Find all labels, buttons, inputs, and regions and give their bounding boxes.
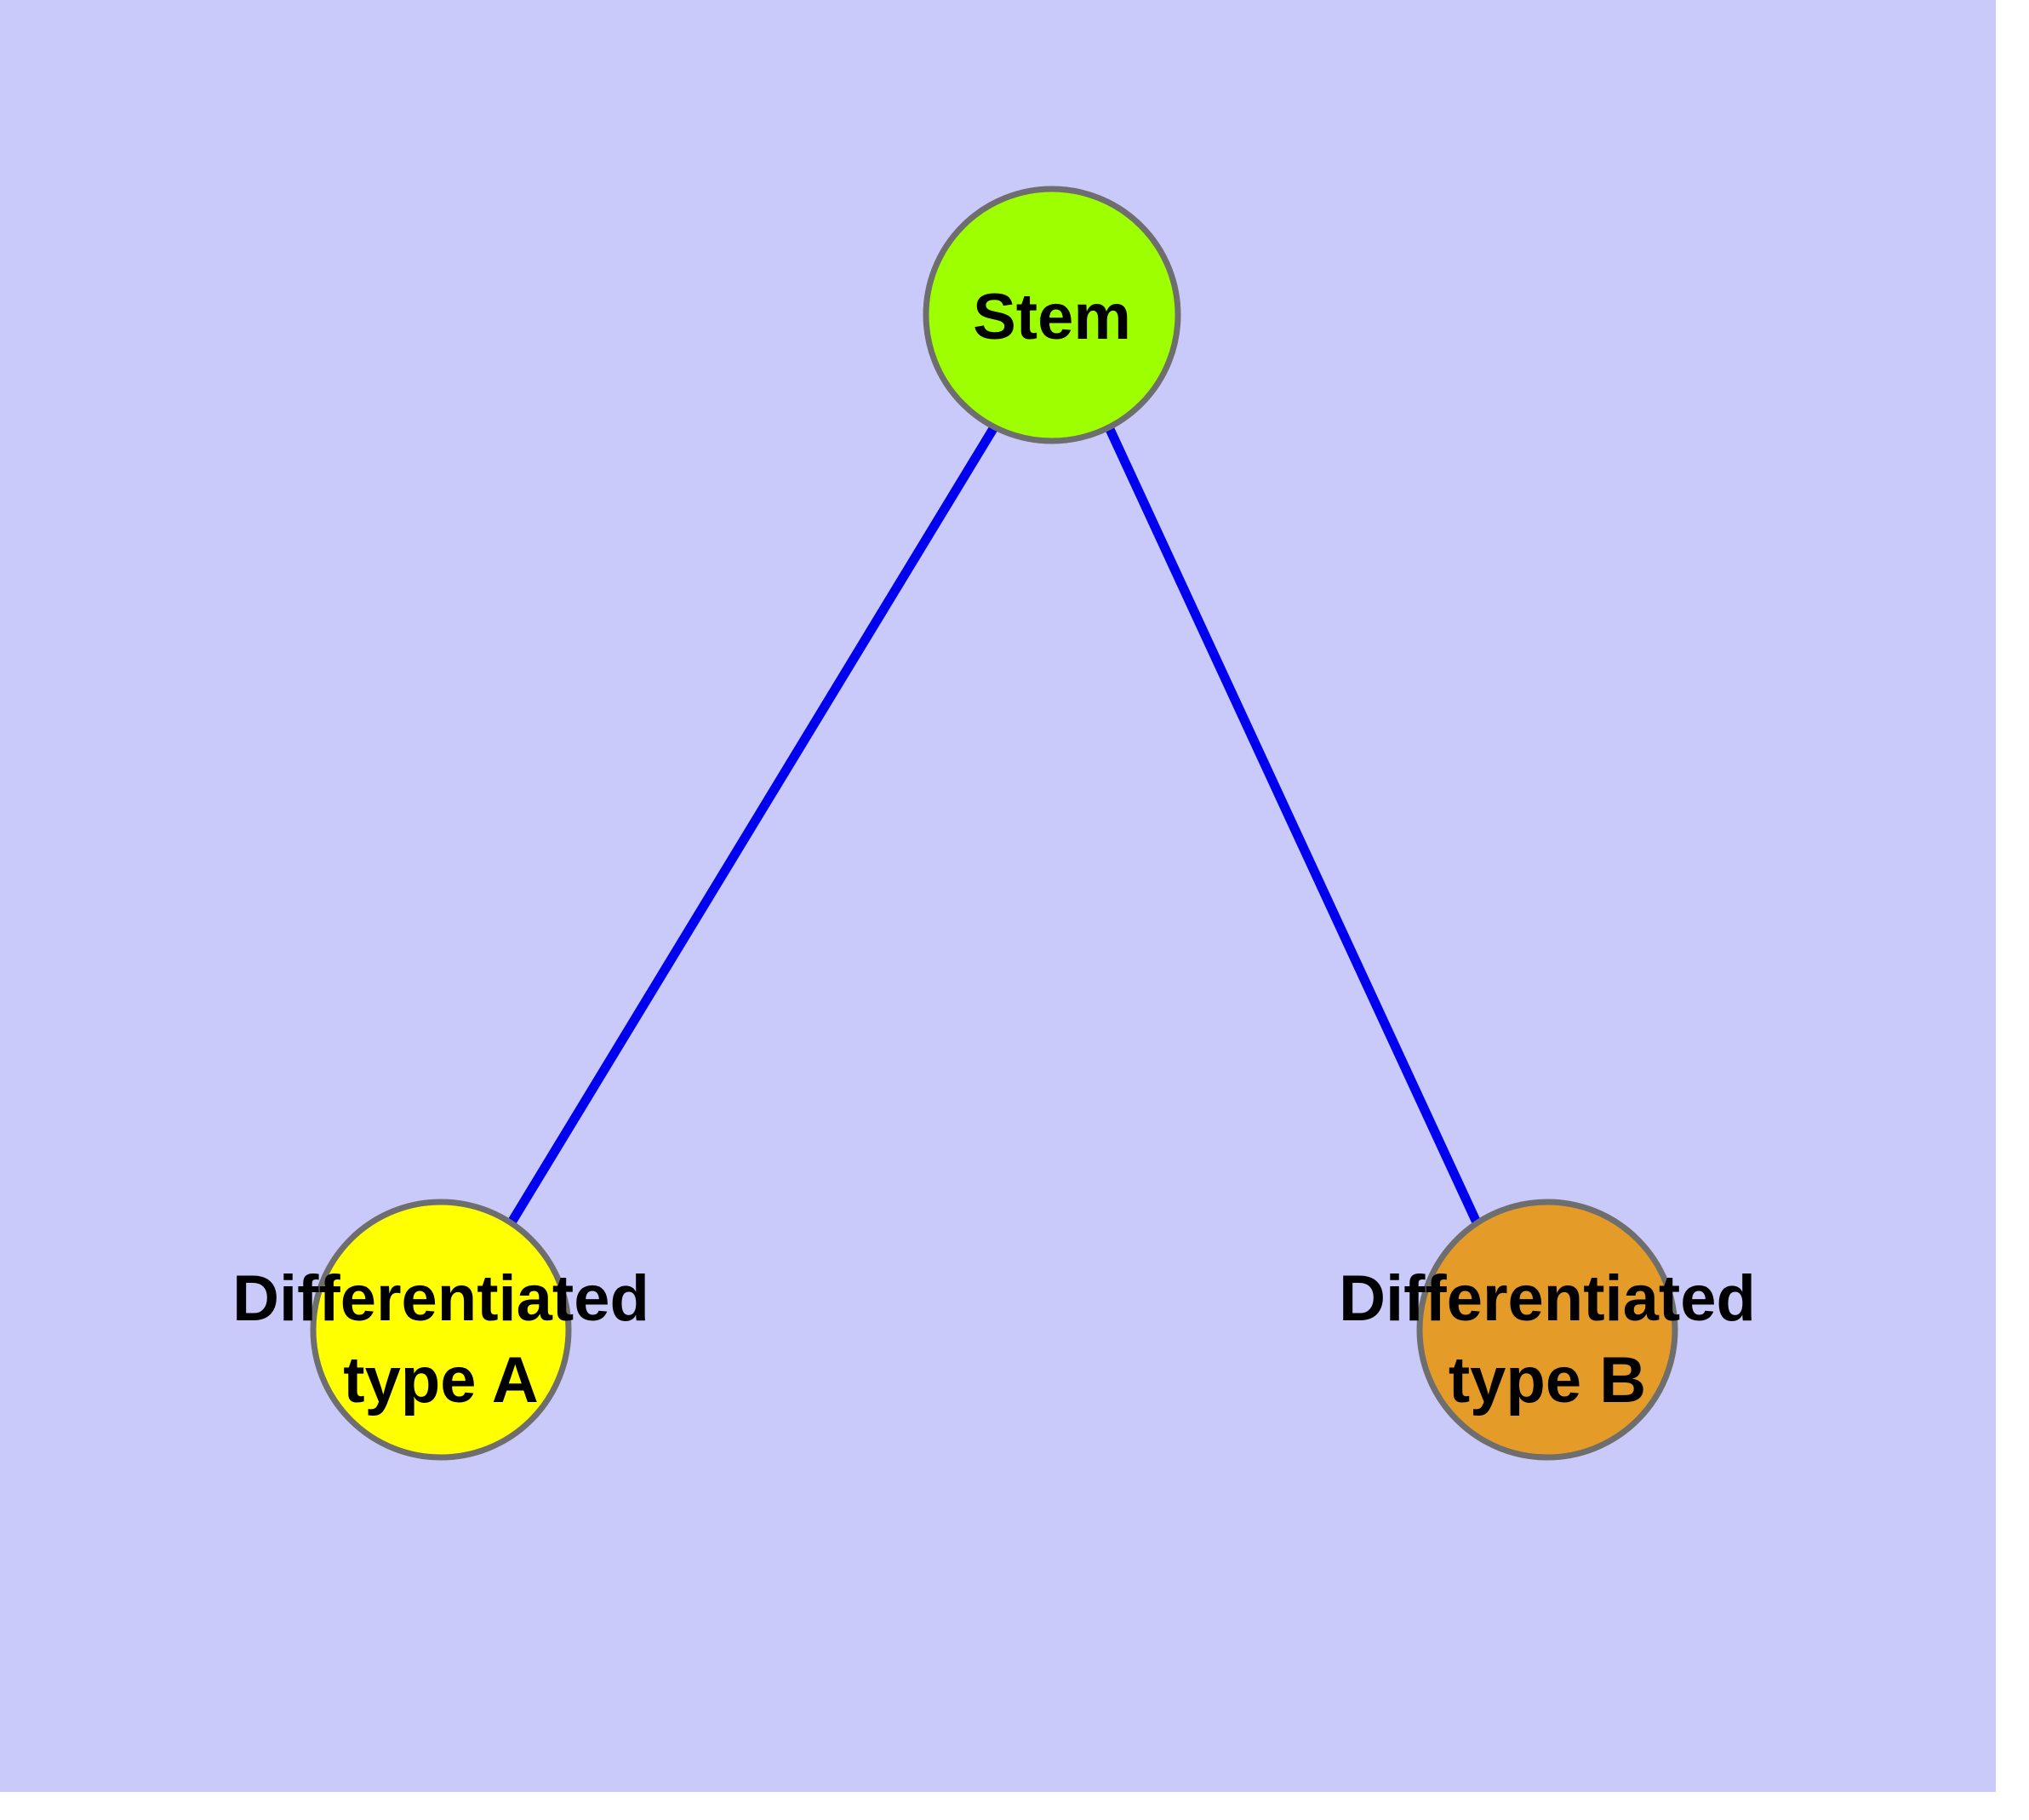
node-differentiated-type-b-label-line-2: type B (1449, 1344, 1646, 1417)
node-group: Stem Differentiated type A Differentiate… (232, 186, 1756, 1461)
node-differentiated-type-b[interactable]: Differentiated type B (1339, 1199, 1756, 1461)
node-differentiated-type-a-label-line-2: type A (343, 1344, 538, 1417)
node-stem[interactable]: Stem (923, 186, 1181, 444)
edge-group (507, 425, 1481, 1225)
edge-stem-to-differentiated-type-a[interactable] (507, 425, 998, 1225)
node-stem-circle[interactable] (923, 186, 1181, 444)
node-differentiated-type-a-circle[interactable] (310, 1199, 572, 1461)
node-differentiated-type-b-label-line-1: Differentiated (1339, 1262, 1756, 1335)
node-stem-label: Stem (973, 281, 1131, 353)
edge-stem-to-differentiated-type-b[interactable] (1105, 425, 1481, 1225)
node-differentiated-type-a-label-line-1: Differentiated (232, 1262, 649, 1335)
node-differentiated-type-a[interactable]: Differentiated type A (232, 1199, 649, 1461)
node-differentiated-type-b-circle[interactable] (1416, 1199, 1678, 1461)
